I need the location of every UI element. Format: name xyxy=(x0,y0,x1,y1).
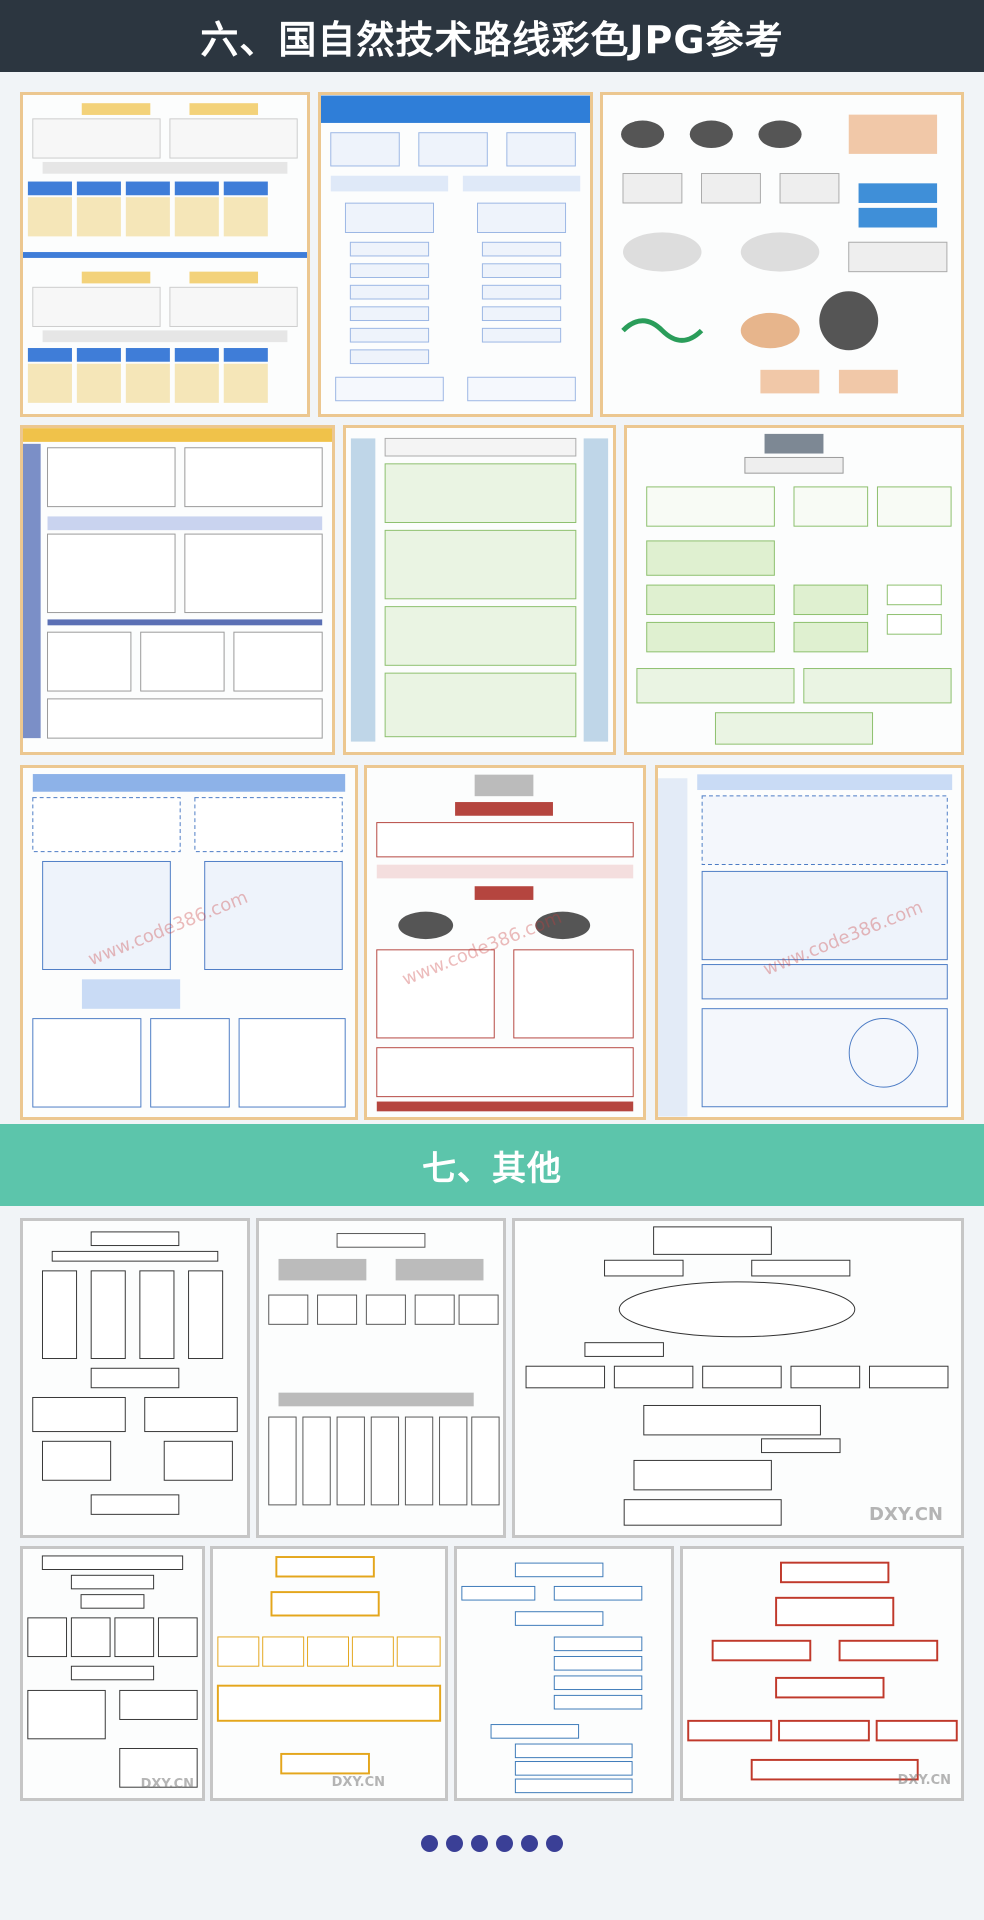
pagination-dot[interactable] xyxy=(421,1835,438,1852)
other-thumbnail-5[interactable]: DXY.CN xyxy=(210,1546,448,1801)
flowchart-illustration xyxy=(23,103,307,403)
route-thumbnail-4[interactable] xyxy=(20,425,335,755)
flowchart-illustration xyxy=(23,428,332,739)
pagination-dot[interactable] xyxy=(521,1835,538,1852)
flowchart-illustration xyxy=(621,114,948,394)
flowchart-illustration xyxy=(636,433,952,745)
other-thumbnail-7[interactable]: DXY.CN xyxy=(680,1546,964,1801)
pagination-dot[interactable] xyxy=(546,1835,563,1852)
watermark: DXY.CN xyxy=(140,1777,194,1792)
route-thumbnail-5[interactable] xyxy=(343,425,616,755)
route-thumbnail-1[interactable] xyxy=(20,92,310,417)
other-thumbnail-4[interactable]: DXY.CN xyxy=(20,1546,205,1801)
other-thumbnail-6[interactable] xyxy=(454,1546,674,1801)
section-title-banner: 六、国自然技术路线彩色JPG参考 xyxy=(0,0,984,72)
pagination-dots xyxy=(0,1835,984,1852)
route-thumbnail-7[interactable]: www.code386.com xyxy=(20,765,358,1120)
flowchart-illustration xyxy=(32,774,346,1108)
route-thumbnail-9[interactable]: www.code386.com xyxy=(655,765,964,1120)
flowchart-illustration xyxy=(658,774,953,1117)
flowchart-illustration xyxy=(461,1562,643,1794)
section-title: 七、其他 xyxy=(422,1148,562,1189)
watermark: DXY.CN xyxy=(869,1504,943,1525)
route-thumbnail-8[interactable]: www.code386.com xyxy=(364,765,646,1120)
flowchart-illustration xyxy=(32,1231,238,1515)
flowchart-illustration xyxy=(27,1555,198,1788)
watermark: DXY.CN xyxy=(897,1773,951,1788)
route-thumbnail-6[interactable] xyxy=(624,425,964,755)
pagination-dot[interactable] xyxy=(446,1835,463,1852)
flowchart-illustration xyxy=(321,95,590,402)
section-title: 六、国自然技术路线彩色JPG参考 xyxy=(200,17,784,62)
flowchart-illustration xyxy=(376,774,634,1112)
pagination-dot[interactable] xyxy=(471,1835,488,1852)
route-thumbnail-3[interactable] xyxy=(600,92,964,417)
flowchart-illustration xyxy=(268,1233,500,1506)
other-thumbnail-3[interactable]: DXY.CN xyxy=(512,1218,964,1538)
other-thumbnail-2[interactable] xyxy=(256,1218,506,1538)
pagination-dot[interactable] xyxy=(496,1835,513,1852)
flowchart-illustration xyxy=(350,437,609,742)
flowchart-illustration xyxy=(216,1556,442,1775)
flowchart-illustration xyxy=(687,1561,958,1781)
route-thumbnail-2[interactable] xyxy=(318,92,593,417)
flowchart-illustration xyxy=(525,1226,949,1526)
watermark: DXY.CN xyxy=(331,1775,385,1790)
section-title-banner: 七、其他 xyxy=(0,1124,984,1206)
other-thumbnail-1[interactable] xyxy=(20,1218,250,1538)
